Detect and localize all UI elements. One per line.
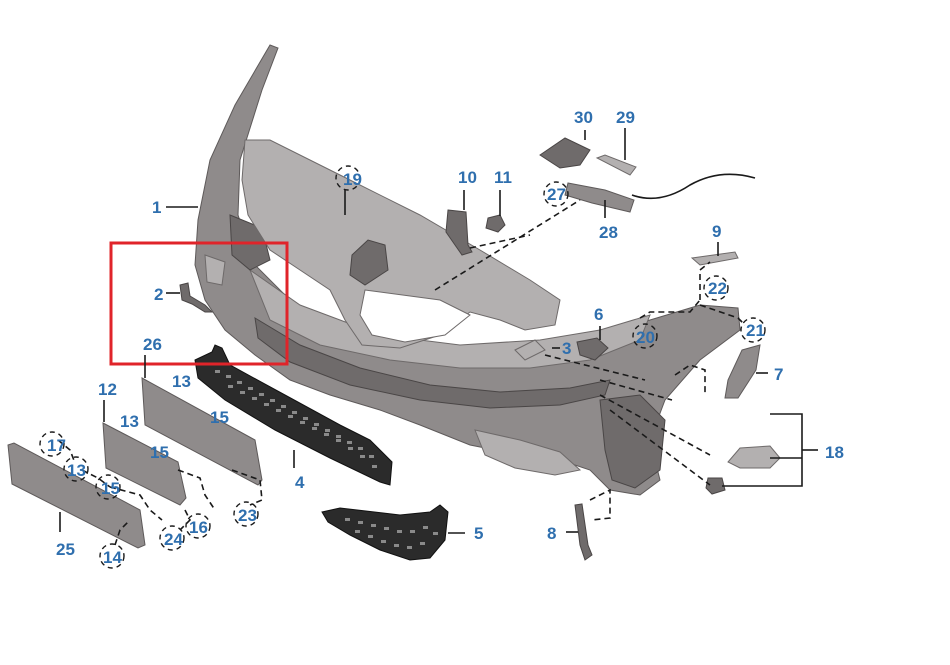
callout-13b: 13 [120, 412, 139, 431]
upper-carrier [241, 139, 561, 349]
callout-7: 7 [774, 365, 783, 384]
callout-26: 26 [143, 335, 162, 354]
leader-lines [59, 128, 818, 534]
callout-15a: 15 [210, 408, 229, 427]
callout-6: 6 [594, 305, 603, 324]
part-30-cover [539, 137, 591, 169]
part-28-sensor [564, 182, 635, 213]
callout-14: 14 [103, 548, 122, 567]
callout-22: 22 [708, 279, 727, 298]
part-7-trim [724, 344, 761, 399]
callout-10: 10 [458, 168, 477, 187]
highlight-box [109, 241, 289, 366]
callout-9: 9 [712, 222, 721, 241]
part-12-panel [102, 422, 187, 506]
callout-2: 2 [154, 285, 163, 304]
part-3-cover [514, 339, 546, 361]
callout-circles [39, 165, 766, 569]
part-2-bracket [179, 282, 214, 313]
callout-21: 21 [746, 321, 765, 340]
callout-29: 29 [616, 108, 635, 127]
callout-20: 20 [636, 328, 655, 347]
part-18-fittings [705, 445, 781, 495]
callout-27: 27 [547, 185, 566, 204]
sensor-cable [631, 173, 756, 200]
callout-18: 18 [825, 443, 844, 462]
callout-13a: 13 [172, 372, 191, 391]
callout-3: 3 [562, 339, 571, 358]
callout-11: 11 [494, 168, 512, 187]
assembly-lines [57, 199, 746, 546]
part-9-clip [690, 251, 739, 266]
callout-24: 24 [164, 530, 183, 549]
callout-1: 1 [152, 198, 161, 217]
callout-4: 4 [295, 473, 305, 492]
part-4-lower-grille [194, 344, 393, 486]
callout-23: 23 [238, 506, 257, 525]
callout-15b: 15 [150, 443, 169, 462]
callout-30: 30 [574, 108, 593, 127]
part-10-bracket [445, 209, 473, 256]
part-25-strip [7, 442, 146, 549]
callout-labels: 1 2 3 4 5 6 7 8 9 10 11 12 13 13 13 14 1… [47, 108, 844, 567]
callout-17: 17 [47, 436, 66, 455]
part-29-strip [595, 154, 637, 176]
callout-25: 25 [56, 540, 75, 559]
part-6-cover [576, 337, 609, 361]
callout-15c: 15 [101, 479, 120, 498]
part-8-strip [574, 503, 593, 561]
callout-28: 28 [599, 223, 618, 242]
callout-13c: 13 [67, 461, 86, 480]
part-11-clip [485, 214, 506, 233]
callout-5: 5 [474, 524, 483, 543]
callout-12: 12 [98, 380, 117, 399]
part-5-side-grille [321, 504, 449, 561]
callout-19: 19 [343, 170, 362, 189]
callout-8: 8 [547, 524, 556, 543]
callout-16: 16 [189, 518, 208, 537]
